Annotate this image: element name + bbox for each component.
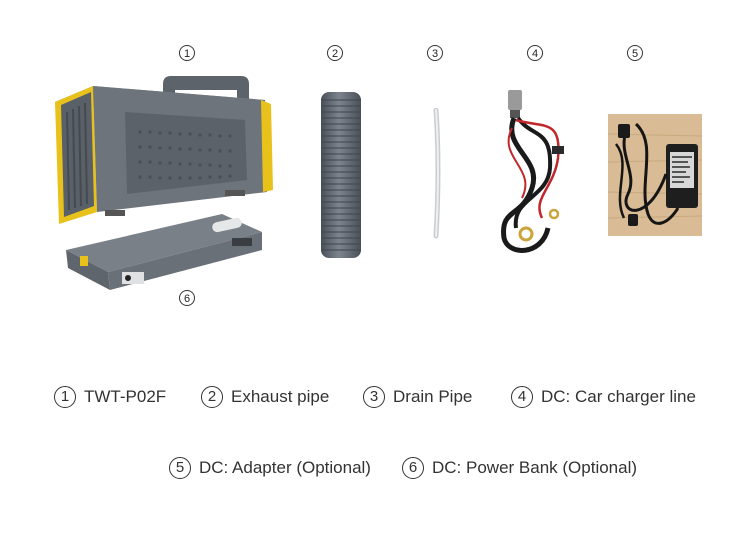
legend-item-1: 1 TWT-P02F <box>54 386 166 408</box>
legend-label-1: TWT-P02F <box>84 387 167 406</box>
item-number-1: 1 <box>179 45 195 61</box>
legend-number-3: 3 <box>363 386 385 408</box>
air-conditioner-unit-icon <box>55 76 273 224</box>
item-number-6: 6 <box>179 290 195 306</box>
car-charger-cable-icon <box>501 90 564 253</box>
item-number-5: 5 <box>627 45 643 61</box>
item-number-3: 3 <box>427 45 443 61</box>
legend-item-5: 5 DC: Adapter (Optional) <box>169 457 371 479</box>
legend-number-2: 2 <box>201 386 223 408</box>
legend-item-3: 3 Drain Pipe <box>363 386 472 408</box>
power-bank-battery-icon <box>66 214 262 290</box>
item-number-2: 2 <box>327 45 343 61</box>
legend-item-4: 4 DC: Car charger line <box>511 386 696 408</box>
legend-label-6: DC: Power Bank (Optional) <box>432 458 638 477</box>
legend-number-4: 4 <box>511 386 533 408</box>
legend-number-6: 6 <box>402 457 424 479</box>
legend-label-5: DC: Adapter (Optional) <box>199 458 371 477</box>
legend-number-5: 5 <box>169 457 191 479</box>
legend-number-1: 1 <box>54 386 76 408</box>
power-adapter-icon <box>608 114 702 236</box>
legend-label-3: Drain Pipe <box>393 387 473 406</box>
legend-label-2: Exhaust pipe <box>231 387 330 406</box>
legend-label-4: DC: Car charger line <box>541 387 696 406</box>
item-number-4: 4 <box>527 45 543 61</box>
legend-item-2: 2 Exhaust pipe <box>201 386 329 408</box>
drain-pipe-icon <box>433 108 441 239</box>
exhaust-pipe-icon <box>321 92 361 258</box>
legend-item-6: 6 DC: Power Bank (Optional) <box>402 457 637 479</box>
